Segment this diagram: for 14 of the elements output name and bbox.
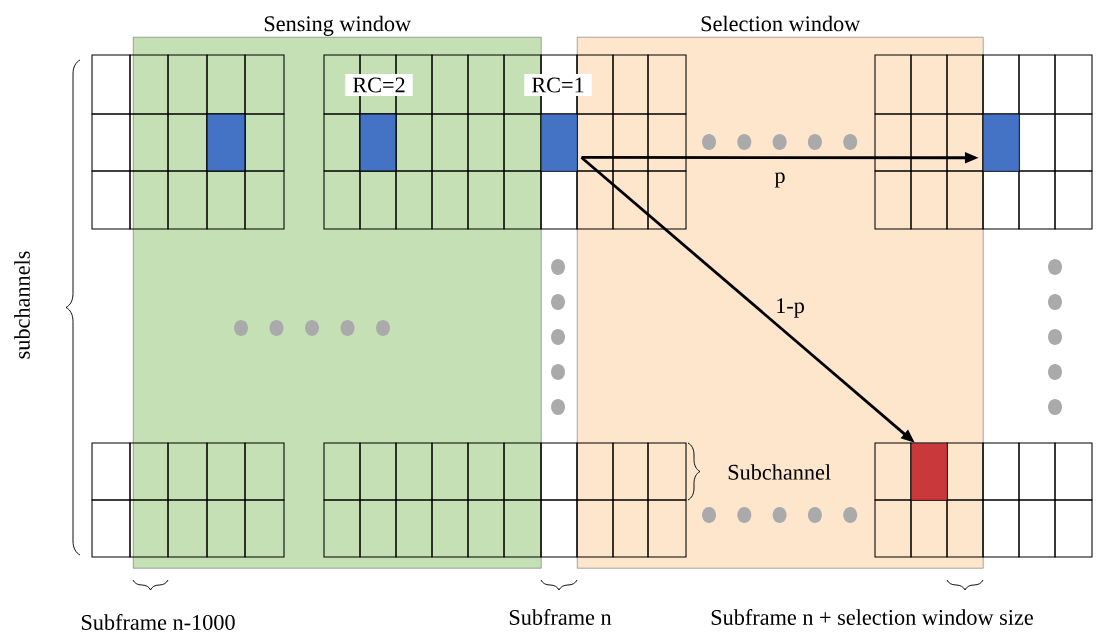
edge-label: p [774,172,785,188]
resource-counter-label: RC=2 [345,74,413,96]
brace-label: Subchannel [728,464,831,480]
node-label: Sensing window [264,15,412,36]
brace-label: Subframe n + selection window size [711,609,1033,625]
resource-counter-label: RC=1 [524,74,592,96]
reselected-resource-cell [911,443,948,501]
brace-label: Subframe n [509,609,612,625]
node-label: Selection window [701,15,861,32]
reserved-resource-cell [983,114,1020,172]
axis-label: subchannels [14,251,30,359]
edge-label: 1-p [777,298,804,318]
selected-resource-cell [541,114,578,172]
brace-label: Subframe n-1000 [81,614,235,630]
